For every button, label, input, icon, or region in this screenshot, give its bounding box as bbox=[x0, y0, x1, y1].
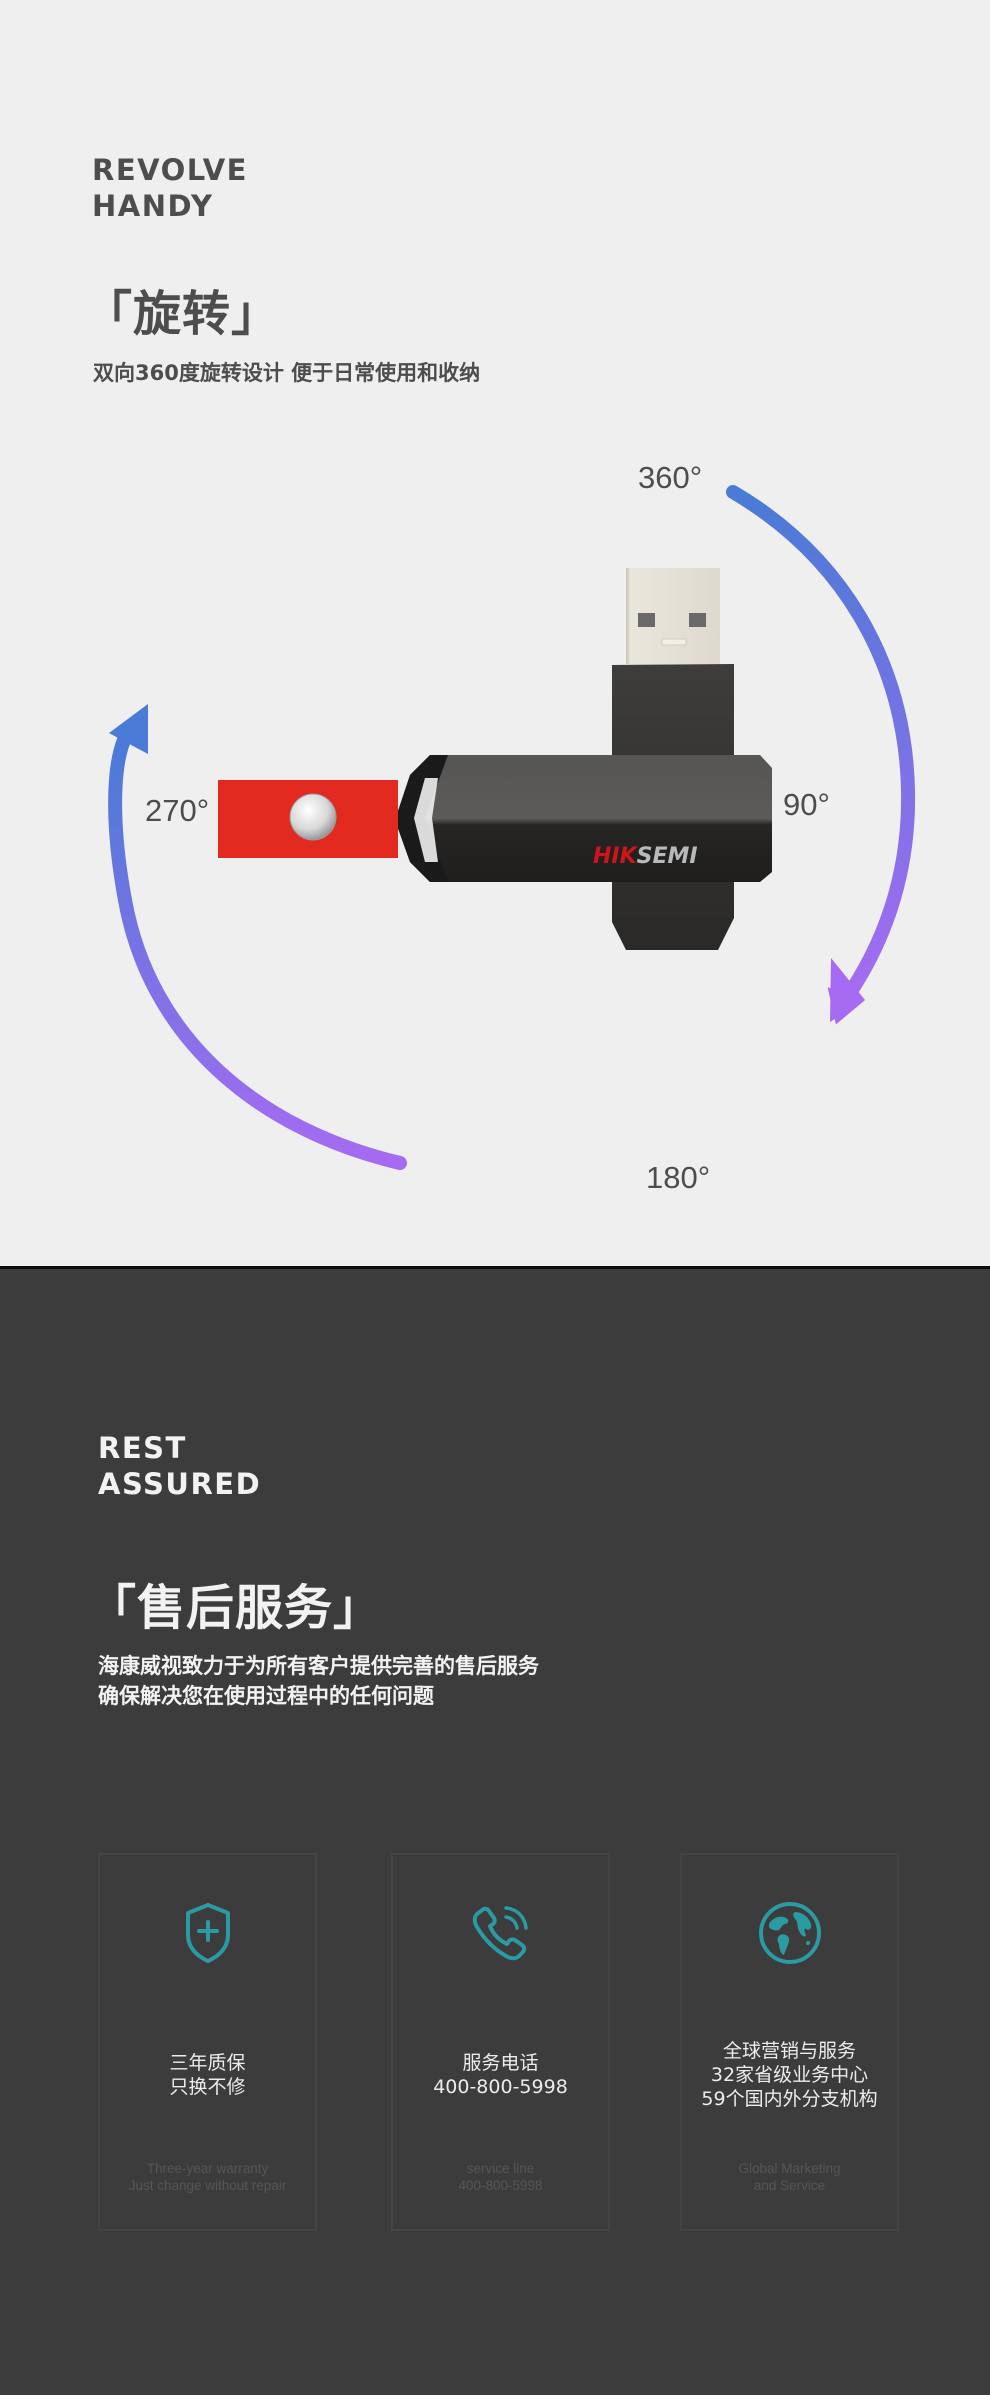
hotline-number[interactable]: 400-800-5998 bbox=[433, 2076, 568, 2098]
service-desc-line2: 确保解决您在使用过程中的任何问题 bbox=[98, 1684, 434, 1708]
card-main-text: 三年质保 只换不修 bbox=[169, 2052, 246, 2098]
label-90-degrees: 90° bbox=[783, 787, 830, 822]
globe-icon bbox=[758, 1902, 821, 1964]
revolve-cn-subtitle: 双向360度旋转设计 便于日常使用和收纳 bbox=[93, 361, 481, 385]
usb-drive-illustration: HIKSEMI bbox=[218, 568, 772, 950]
label-360-degrees: 360° bbox=[638, 460, 703, 495]
card-main-text: 全球营销与服务 32家省级业务中心 59个国内外分支机构 bbox=[701, 2040, 878, 2110]
service-en-title-line1: REST bbox=[98, 1431, 187, 1465]
service-section bbox=[0, 1266, 990, 2395]
card-en-text: service line 400-800-5998 bbox=[458, 2161, 543, 2193]
label-270-degrees: 270° bbox=[145, 793, 210, 828]
service-en-title: REST ASSURED bbox=[98, 1430, 261, 1502]
leather-strap bbox=[218, 780, 398, 858]
revolve-en-title-line2: HANDY bbox=[92, 189, 214, 223]
service-desc-line1: 海康威视致力于为所有客户提供完善的售后服务 bbox=[98, 1654, 539, 1678]
service-card-warranty: 三年质保 只换不修 Three-year warranty Just chang… bbox=[98, 1853, 317, 2231]
revolve-section: REVOLVE HANDY 「旋转」 双向360度旋转设计 便于日常使用和收纳 … bbox=[84, 152, 916, 1195]
card-en-text: Global Marketing and Service bbox=[738, 2161, 841, 2193]
card-en-text: Three-year warranty Just change without … bbox=[128, 2161, 287, 2193]
usb-body bbox=[395, 755, 772, 882]
phone-call-icon bbox=[472, 1906, 528, 1961]
brand-logo: HIKSEMI bbox=[593, 844, 698, 869]
usb-connector bbox=[626, 568, 720, 664]
shield-plus-icon bbox=[185, 1903, 230, 1963]
service-cn-description: 海康威视致力于为所有客户提供完善的售后服务 确保解决您在使用过程中的任何问题 bbox=[98, 1651, 539, 1711]
clockwise-arrow-icon bbox=[726, 485, 916, 1025]
service-cn-title: 「售后服务」 bbox=[88, 1580, 383, 1636]
counterclockwise-arrow-icon bbox=[108, 704, 407, 1170]
card-main-text: 服务电话 400-800-5998 bbox=[393, 2051, 608, 2099]
service-en-title-line2: ASSURED bbox=[98, 1467, 262, 1501]
revolve-cn-title: 「旋转」 bbox=[84, 286, 281, 342]
service-card-global: 全球营销与服务 32家省级业务中心 59个国内外分支机构 Global Mark… bbox=[680, 1853, 899, 2231]
revolve-en-title-line1: REVOLVE bbox=[92, 153, 248, 187]
label-180-degrees: 180° bbox=[646, 1160, 711, 1195]
revolve-en-title: REVOLVE HANDY bbox=[92, 152, 248, 224]
service-card-hotline: 服务电话 400-800-5998 service line 400-800-5… bbox=[391, 1853, 610, 2231]
rotation-arrows-diagram bbox=[108, 485, 916, 1170]
